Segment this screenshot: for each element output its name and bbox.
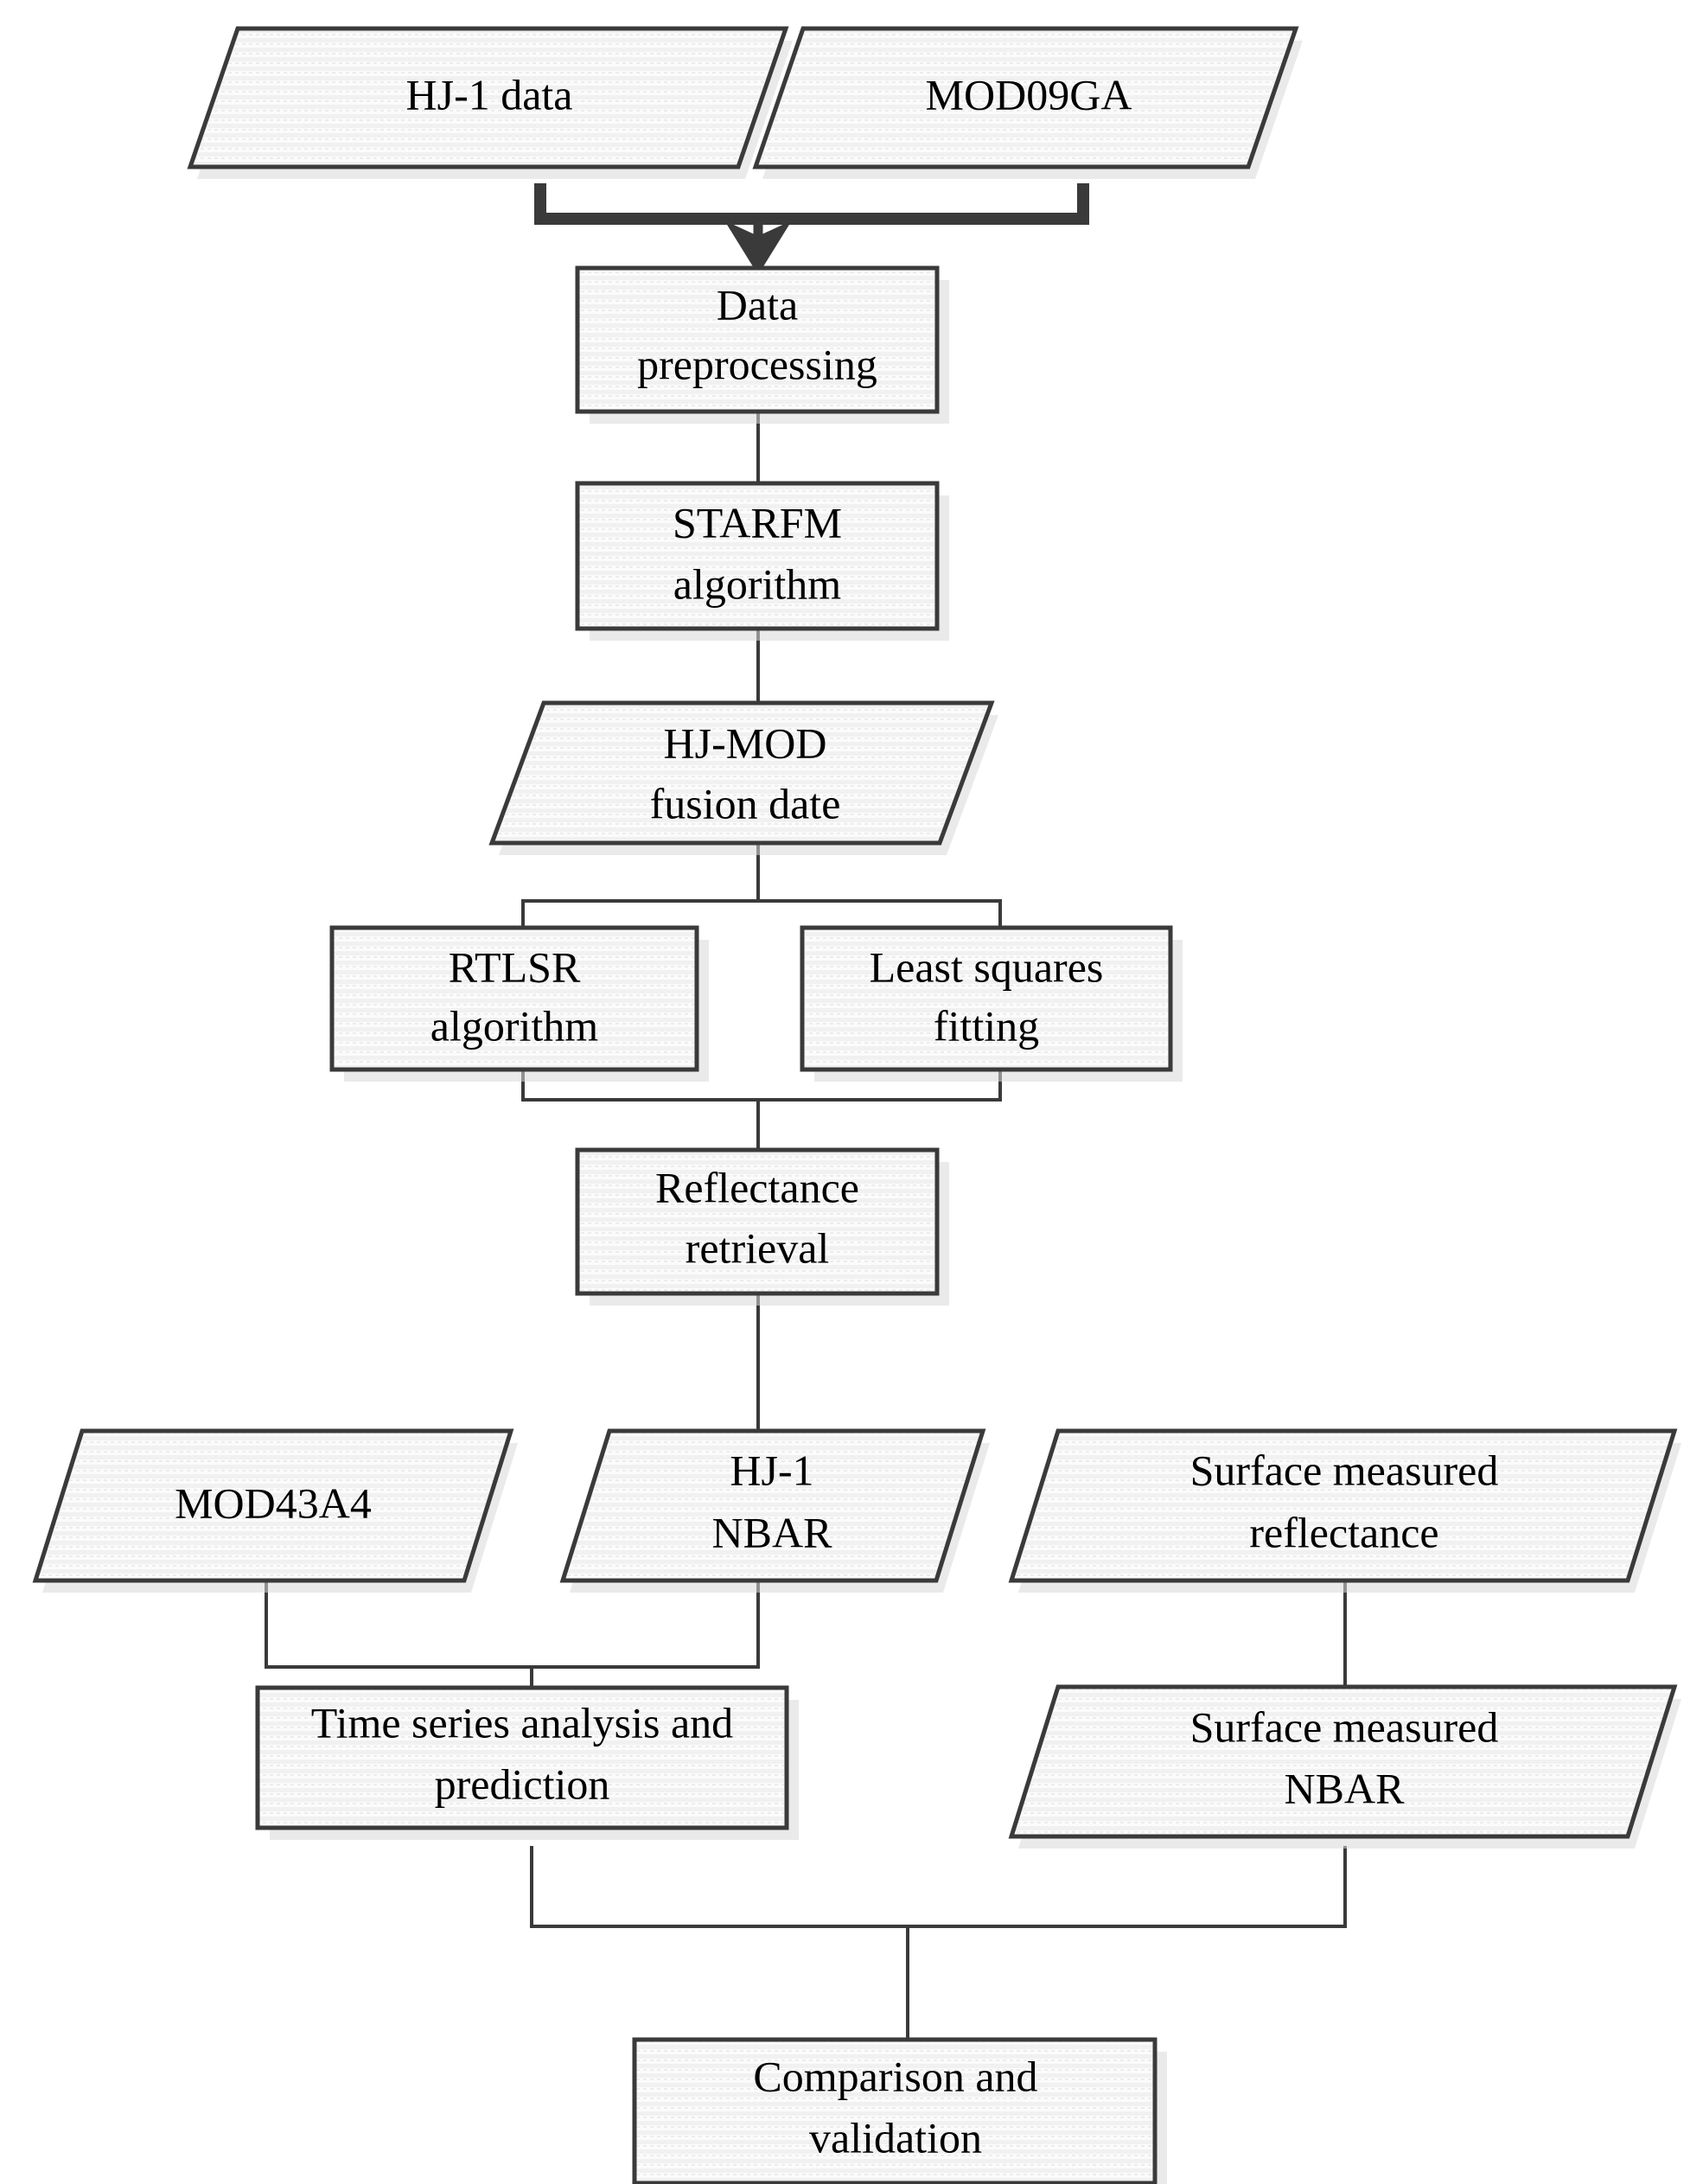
node-data-preprocessing[interactable]: Data preprocessing [575,265,949,424]
node-hj-mod-fusion-date[interactable]: HJ-MOD fusion date [488,700,998,855]
node-surface-measured-reflectance-line1: Surface measured [1190,1446,1499,1494]
node-hj1-nbar[interactable]: HJ-1 NBAR [559,1428,990,1593]
node-surface-measured-reflectance-line2: reflectance [1249,1508,1438,1556]
node-rtlsr-algorithm-line2: algorithm [430,1001,599,1050]
node-data-preprocessing-line1: Data [717,280,798,329]
node-comparison-line1: Comparison and [753,2052,1037,2100]
node-comparison-line2: validation [809,2113,982,2162]
connector-merge-to-comparison [530,1846,1347,2041]
node-time-series-line1: Time series analysis and [311,1698,733,1747]
node-surface-measured-nbar-line2: NBAR [1285,1764,1406,1812]
node-surface-measured-nbar[interactable]: Surface measured NBAR [1008,1684,1681,1849]
node-reflectance-retrieval-line1: Reflectance [655,1163,859,1211]
connector-merge-inputs-to-preprocessing [534,183,1089,275]
node-reflectance-retrieval-line2: retrieval [686,1223,830,1272]
node-hj1-nbar-line1: HJ-1 [730,1446,813,1494]
node-least-squares-fitting-line1: Least squares [870,942,1104,991]
node-surface-measured-nbar-line1: Surface measured [1190,1702,1499,1751]
node-time-series-analysis-and-prediction[interactable]: Time series analysis and prediction [255,1685,799,1840]
node-reflectance-retrieval[interactable]: Reflectance retrieval [575,1147,949,1306]
node-comparison-and-validation[interactable]: Comparison and validation [632,2037,1167,2184]
node-mod09ga-label: MOD09GA [926,70,1132,118]
node-hj-mod-fusion-date-line1: HJ-MOD [664,718,827,767]
node-mod43a4[interactable]: MOD43A4 [32,1428,518,1593]
node-hj1-data-label: HJ-1 data [406,70,573,118]
node-hj-mod-fusion-date-line2: fusion date [650,779,841,827]
node-starfm-algorithm[interactable]: STARFM algorithm [575,481,949,641]
node-surface-measured-reflectance[interactable]: Surface measured reflectance [1008,1428,1681,1593]
node-mod09ga[interactable]: MOD09GA [752,26,1303,179]
node-starfm-algorithm-line2: algorithm [673,559,842,608]
node-starfm-algorithm-line1: STARFM [673,498,842,546]
node-least-squares-fitting-line2: fitting [934,1001,1039,1050]
node-hj1-data[interactable]: HJ-1 data [187,26,793,179]
node-data-preprocessing-line2: preprocessing [637,340,877,388]
nodes-layer: HJ-1 data MOD09GA Data preprocessing STA… [32,26,1681,2184]
node-rtlsr-algorithm-line1: RTLSR [449,942,581,991]
node-time-series-line2: prediction [435,1759,610,1808]
node-mod43a4-label: MOD43A4 [175,1478,372,1527]
node-least-squares-fitting[interactable]: Least squares fitting [800,925,1183,1082]
connector-merge-nbar-sources-to-time-series [265,1579,760,1689]
node-rtlsr-algorithm[interactable]: RTLSR algorithm [329,925,709,1082]
node-hj1-nbar-line2: NBAR [712,1508,833,1556]
